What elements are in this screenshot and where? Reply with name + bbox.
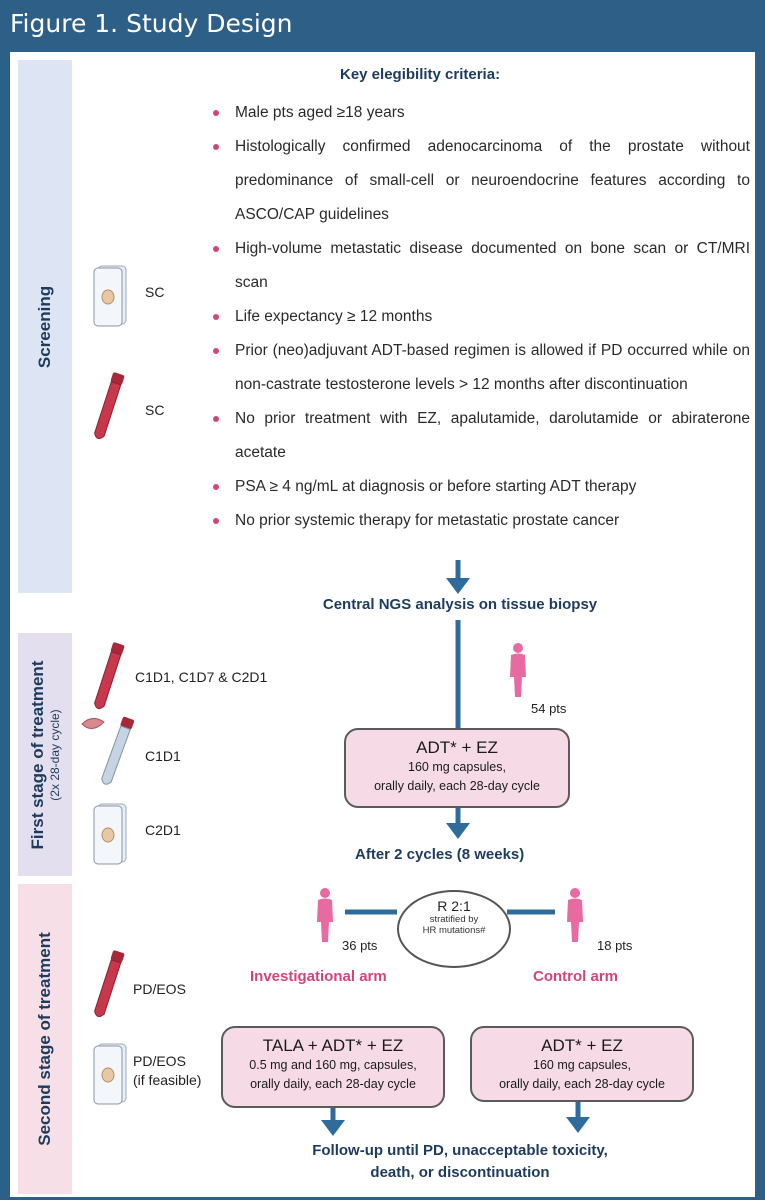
control-pts: 18 pts (597, 938, 633, 953)
criteria-list: Male pts aged ≥18 years Histologically c… (205, 96, 750, 538)
figure-title: Figure 1. Study Design (10, 9, 293, 38)
first-pts-label: 54 pts (531, 701, 567, 716)
blood-tube-icon (94, 950, 125, 1018)
control-arm-label: Control arm (533, 968, 619, 985)
person-icon (317, 888, 333, 942)
criteria-item: Histologically confirmed adenocarcinoma … (205, 130, 750, 232)
screen-blood-label: SC (145, 402, 165, 418)
criteria-item: No prior treatment with EZ, apalutamide,… (205, 402, 750, 470)
investigational-box-title: TALA + ADT* + EZ (262, 1036, 404, 1055)
ngs-analysis-label: Central NGS analysis on tissue biopsy (322, 596, 598, 613)
first-box-title: ADT* + EZ (416, 738, 498, 757)
followup-text: Follow-up until PD, unacceptable toxicit… (255, 1140, 665, 1184)
blood-tube-icon (94, 642, 125, 710)
first-box-line1: 160 mg capsules, (408, 760, 506, 774)
tissue-slide-icon (93, 803, 127, 865)
criteria-item: Prior (neo)adjuvant ADT-based regimen is… (205, 334, 750, 402)
first-stage-box: ADT* + EZ 160 mg capsules, orally daily,… (344, 728, 570, 808)
investigational-arm-label: Investigational arm (250, 968, 387, 985)
followup-line1: Follow-up until PD, unacceptable toxicit… (312, 1142, 608, 1159)
tissue-slide-icon (93, 1043, 127, 1105)
randomization-ratio: R 2:1 (437, 898, 471, 914)
first-stage-band: First stage of treatment(2x 28-day cycle… (18, 633, 72, 876)
second-blood-label: PD/EOS (133, 981, 186, 997)
second-tissue-label: PD/EOS (if feasible) (133, 1052, 201, 1090)
after-cycles-label: After 2 cycles (8 weeks) (355, 846, 525, 863)
criteria-item: High-volume metastatic disease documente… (205, 232, 750, 300)
second-stage-band: Second stage of treatment (18, 884, 72, 1194)
criteria-item: No prior systemic therapy for metastatic… (205, 504, 750, 538)
criteria-item: Life expectancy ≥ 12 months (205, 300, 750, 334)
randomization-oval: R 2:1 stratified by HR mutations# (397, 890, 511, 968)
second-tissue-label-1: PD/EOS (133, 1053, 186, 1069)
screening-band: Screening (18, 60, 72, 593)
investigational-pts: 36 pts (342, 938, 378, 953)
first-swab-label: C1D1 (145, 748, 181, 764)
person-icon (567, 888, 583, 942)
control-box-line2: orally daily, each 28-day cycle (499, 1077, 665, 1091)
randomization-line1: stratified by (429, 914, 479, 925)
investigational-box-line2: orally daily, each 28-day cycle (250, 1077, 416, 1091)
control-box-title: ADT* + EZ (541, 1036, 623, 1055)
first-box-line2: orally daily, each 28-day cycle (374, 779, 540, 793)
first-tissue-label: C2D1 (145, 822, 181, 838)
figure-panel (10, 52, 755, 1197)
control-box: ADT* + EZ 160 mg capsules, orally daily,… (470, 1026, 694, 1102)
randomization-line2: HR mutations# (422, 925, 486, 936)
second-tissue-label-2: (if feasible) (133, 1072, 202, 1088)
screen-tissue-label: SC (145, 284, 165, 300)
first-blood-label: C1D1, C1D7 & C2D1 (135, 669, 268, 685)
patient-icons (317, 643, 583, 942)
followup-line2: death, or discontinuation (370, 1164, 550, 1181)
criteria-item: PSA ≥ 4 ng/mL at diagnosis or before sta… (205, 470, 750, 504)
saliva-swab-icon (81, 716, 135, 785)
investigational-box: TALA + ADT* + EZ 0.5 mg and 160 mg, caps… (221, 1026, 445, 1108)
investigational-box-line1: 0.5 mg and 160 mg, capsules, (249, 1058, 417, 1072)
person-icon (510, 643, 526, 697)
criteria-item: Male pts aged ≥18 years (205, 96, 750, 130)
tissue-slide-icon (93, 265, 127, 327)
criteria-title: Key elegibility criteria: (340, 66, 501, 83)
blood-tube-icon (94, 372, 125, 440)
figure-header: Figure 1. Study Design (0, 0, 765, 52)
control-box-line1: 160 mg capsules, (533, 1058, 631, 1072)
